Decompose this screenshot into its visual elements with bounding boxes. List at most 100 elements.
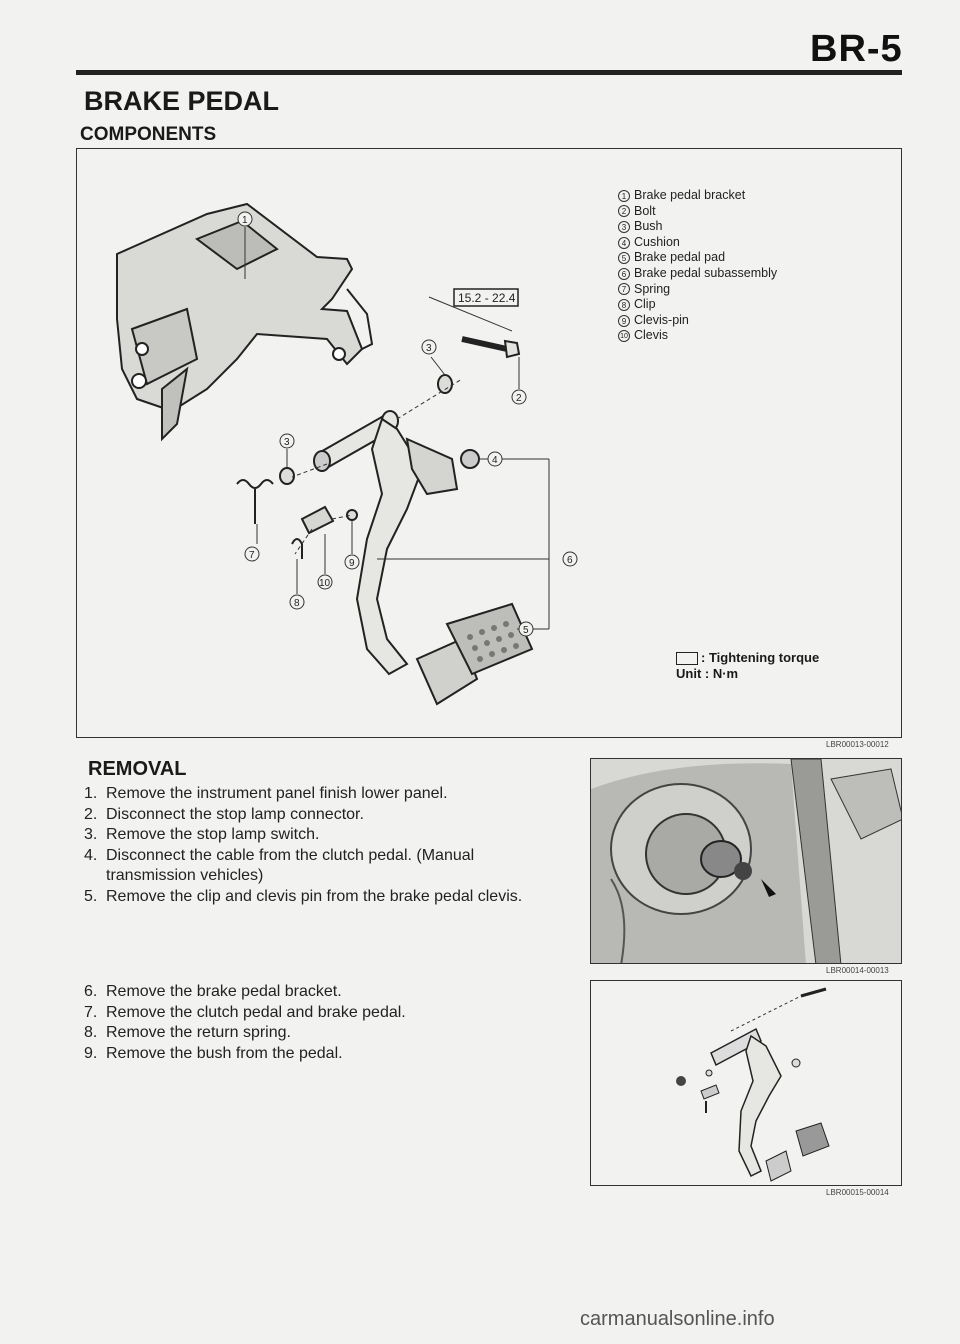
- brake-pedal-pad-drawing: [445, 602, 534, 676]
- torque-note: : Tightening torque Unit : N·m: [676, 650, 819, 682]
- brake-pedal-bracket-drawing: [116, 202, 374, 442]
- removal-step: 1. Remove the instrument panel finish low…: [84, 784, 556, 805]
- components-figure: 15.2 - 22.4 1 3 2 3 4 6 5 7 9 10 8: [76, 148, 902, 738]
- legend-number: 2: [618, 205, 630, 218]
- legend-number: 10: [618, 330, 630, 343]
- removal-step: 5. Remove the clip and clevis pin from th…: [84, 887, 556, 908]
- step-number: 4.: [84, 846, 98, 864]
- legend-label: Cushion: [634, 234, 680, 249]
- step-number: 8.: [84, 1024, 98, 1041]
- watermark-text: carmanualsonline.info: [580, 1308, 775, 1330]
- legend-item: 3 Bush: [618, 219, 777, 235]
- svg-text:9: 9: [349, 558, 355, 569]
- svg-text:3: 3: [426, 343, 432, 354]
- main-figure-code: LBR00013-00012: [826, 740, 889, 749]
- legend-item: 10 Clevis: [618, 328, 777, 344]
- svg-text:10: 10: [319, 578, 331, 589]
- step-text: Remove the bush from the pedal.: [106, 1044, 343, 1062]
- clip-drawing: [291, 538, 303, 559]
- pedal-photo-figure: [590, 758, 902, 964]
- torque-value-box: [453, 288, 519, 307]
- step-number: 3.: [84, 826, 98, 843]
- pedal-small-diagram: [676, 987, 830, 1182]
- legend-number: 1: [618, 189, 630, 202]
- step-text: Remove the stop lamp switch.: [106, 826, 320, 843]
- legend-label: Bush: [634, 219, 663, 234]
- legend-label: Brake pedal subassembly: [634, 265, 778, 280]
- removal-steps-first: 1. Remove the instrument panel finish low…: [84, 784, 556, 907]
- assembly-dashed-lines: [291, 378, 463, 555]
- callout-lines: [244, 227, 550, 630]
- torque-box-icon: [676, 652, 698, 666]
- legend-number: 8: [618, 298, 630, 311]
- legend-label: Clip: [634, 297, 656, 312]
- step-text: Remove the instrument panel finish lower…: [106, 785, 448, 802]
- step-text: Remove the return spring.: [106, 1024, 291, 1041]
- spring-drawing: [236, 479, 274, 524]
- legend-number: 9: [618, 314, 630, 327]
- legend-item: 5 Brake pedal pad: [618, 250, 777, 266]
- legend-item: 2 Bolt: [618, 204, 777, 220]
- clevis-drawing: [300, 505, 335, 535]
- components-legend: 1 Brake pedal bracket 2 Bolt 3 Bush 4 Cushio…: [618, 188, 777, 344]
- svg-text:7: 7: [249, 550, 255, 561]
- legend-item: 8 Clip: [618, 297, 777, 313]
- legend-number: 7: [618, 283, 630, 296]
- svg-text:6: 6: [567, 555, 573, 566]
- legend-item: 9 Clevis-pin: [618, 313, 777, 329]
- legend-number: 5: [618, 252, 630, 265]
- legend-number: 4: [618, 236, 630, 249]
- legend-label: Clevis-pin: [634, 312, 689, 327]
- pedal-pad-pattern: [467, 621, 519, 662]
- legend-label: Spring: [634, 281, 671, 296]
- step-number: 7.: [84, 1003, 98, 1021]
- step-number: 9.: [84, 1044, 98, 1062]
- legend-label: Bolt: [634, 203, 656, 218]
- legend-item: 1 Brake pedal bracket: [618, 188, 777, 204]
- brake-pedal-exploded-diagram: 15.2 - 22.4 1 3 2 3 4 6 5 7 9 10 8: [116, 202, 578, 706]
- step-number: 1.: [84, 785, 98, 802]
- legend-label: Clevis: [634, 328, 669, 343]
- bush-upper-drawing: [437, 374, 453, 394]
- callout-markers: 1 3 2 3 4 6 5 7 9 10 8: [237, 211, 578, 637]
- step-text: Remove the brake pedal bracket.: [106, 983, 342, 1000]
- removal-step: 6. Remove the brake pedal bracket.: [84, 982, 556, 1003]
- brake-pedal-drawing: [313, 410, 479, 706]
- unit-note: Unit : N·m: [676, 666, 739, 681]
- step-text: Disconnect the cable from the clutch ped…: [106, 846, 475, 885]
- step-number: 6.: [84, 983, 98, 1000]
- removal-step: 4. Disconnect the cable from the clutch p…: [84, 846, 556, 887]
- svg-text:5: 5: [523, 625, 529, 636]
- removal-heading: REMOVAL: [88, 758, 187, 780]
- pedal-photo-illustration: [591, 759, 901, 963]
- page-code: BR-5: [810, 28, 903, 70]
- legend-number: 6: [618, 267, 630, 280]
- removal-steps-second: 6. Remove the brake pedal bracket. 7. Remo…: [84, 982, 556, 1064]
- removal-step: 8. Remove the return spring.: [84, 1023, 556, 1044]
- legend-item: 6 Brake pedal subassembly: [618, 266, 777, 282]
- step-number: 5.: [84, 887, 98, 905]
- removal-step: 2.Disconnect the stop lamp connector.: [84, 805, 556, 826]
- removal-step: 3. Remove the stop lamp switch.: [84, 825, 556, 846]
- legend-item: 7 Spring: [618, 282, 777, 298]
- small-figure-code: LBR00015-00014: [826, 1188, 889, 1197]
- section-subtitle: COMPONENTS: [80, 124, 217, 145]
- torque-value: 15.2 - 22.4: [458, 291, 516, 305]
- pedal-small-diagram-figure: [590, 980, 902, 1186]
- clevis-pin-drawing: [346, 509, 358, 521]
- legend-label: Brake pedal bracket: [634, 188, 746, 202]
- svg-text:2: 2: [516, 393, 522, 404]
- cushion-drawing: [460, 449, 480, 469]
- step-text: Disconnect the stop lamp connector.: [106, 805, 364, 823]
- legend-item: 4 Cushion: [618, 235, 777, 251]
- legend-number: 3: [618, 220, 630, 233]
- legend-label: Brake pedal pad: [634, 250, 726, 265]
- step-text: Remove the clutch pedal and brake pedal.: [106, 1003, 406, 1021]
- bolt-drawing: [461, 336, 521, 359]
- svg-text:4: 4: [492, 455, 498, 466]
- svg-text:8: 8: [294, 598, 300, 609]
- bush-lower-drawing: [279, 467, 295, 485]
- removal-step: 9. Remove the bush from the pedal.: [84, 1044, 556, 1065]
- step-text: Remove the clip and clevis pin from the …: [106, 887, 523, 905]
- photo-figure-code: LBR00014-00013: [826, 966, 889, 975]
